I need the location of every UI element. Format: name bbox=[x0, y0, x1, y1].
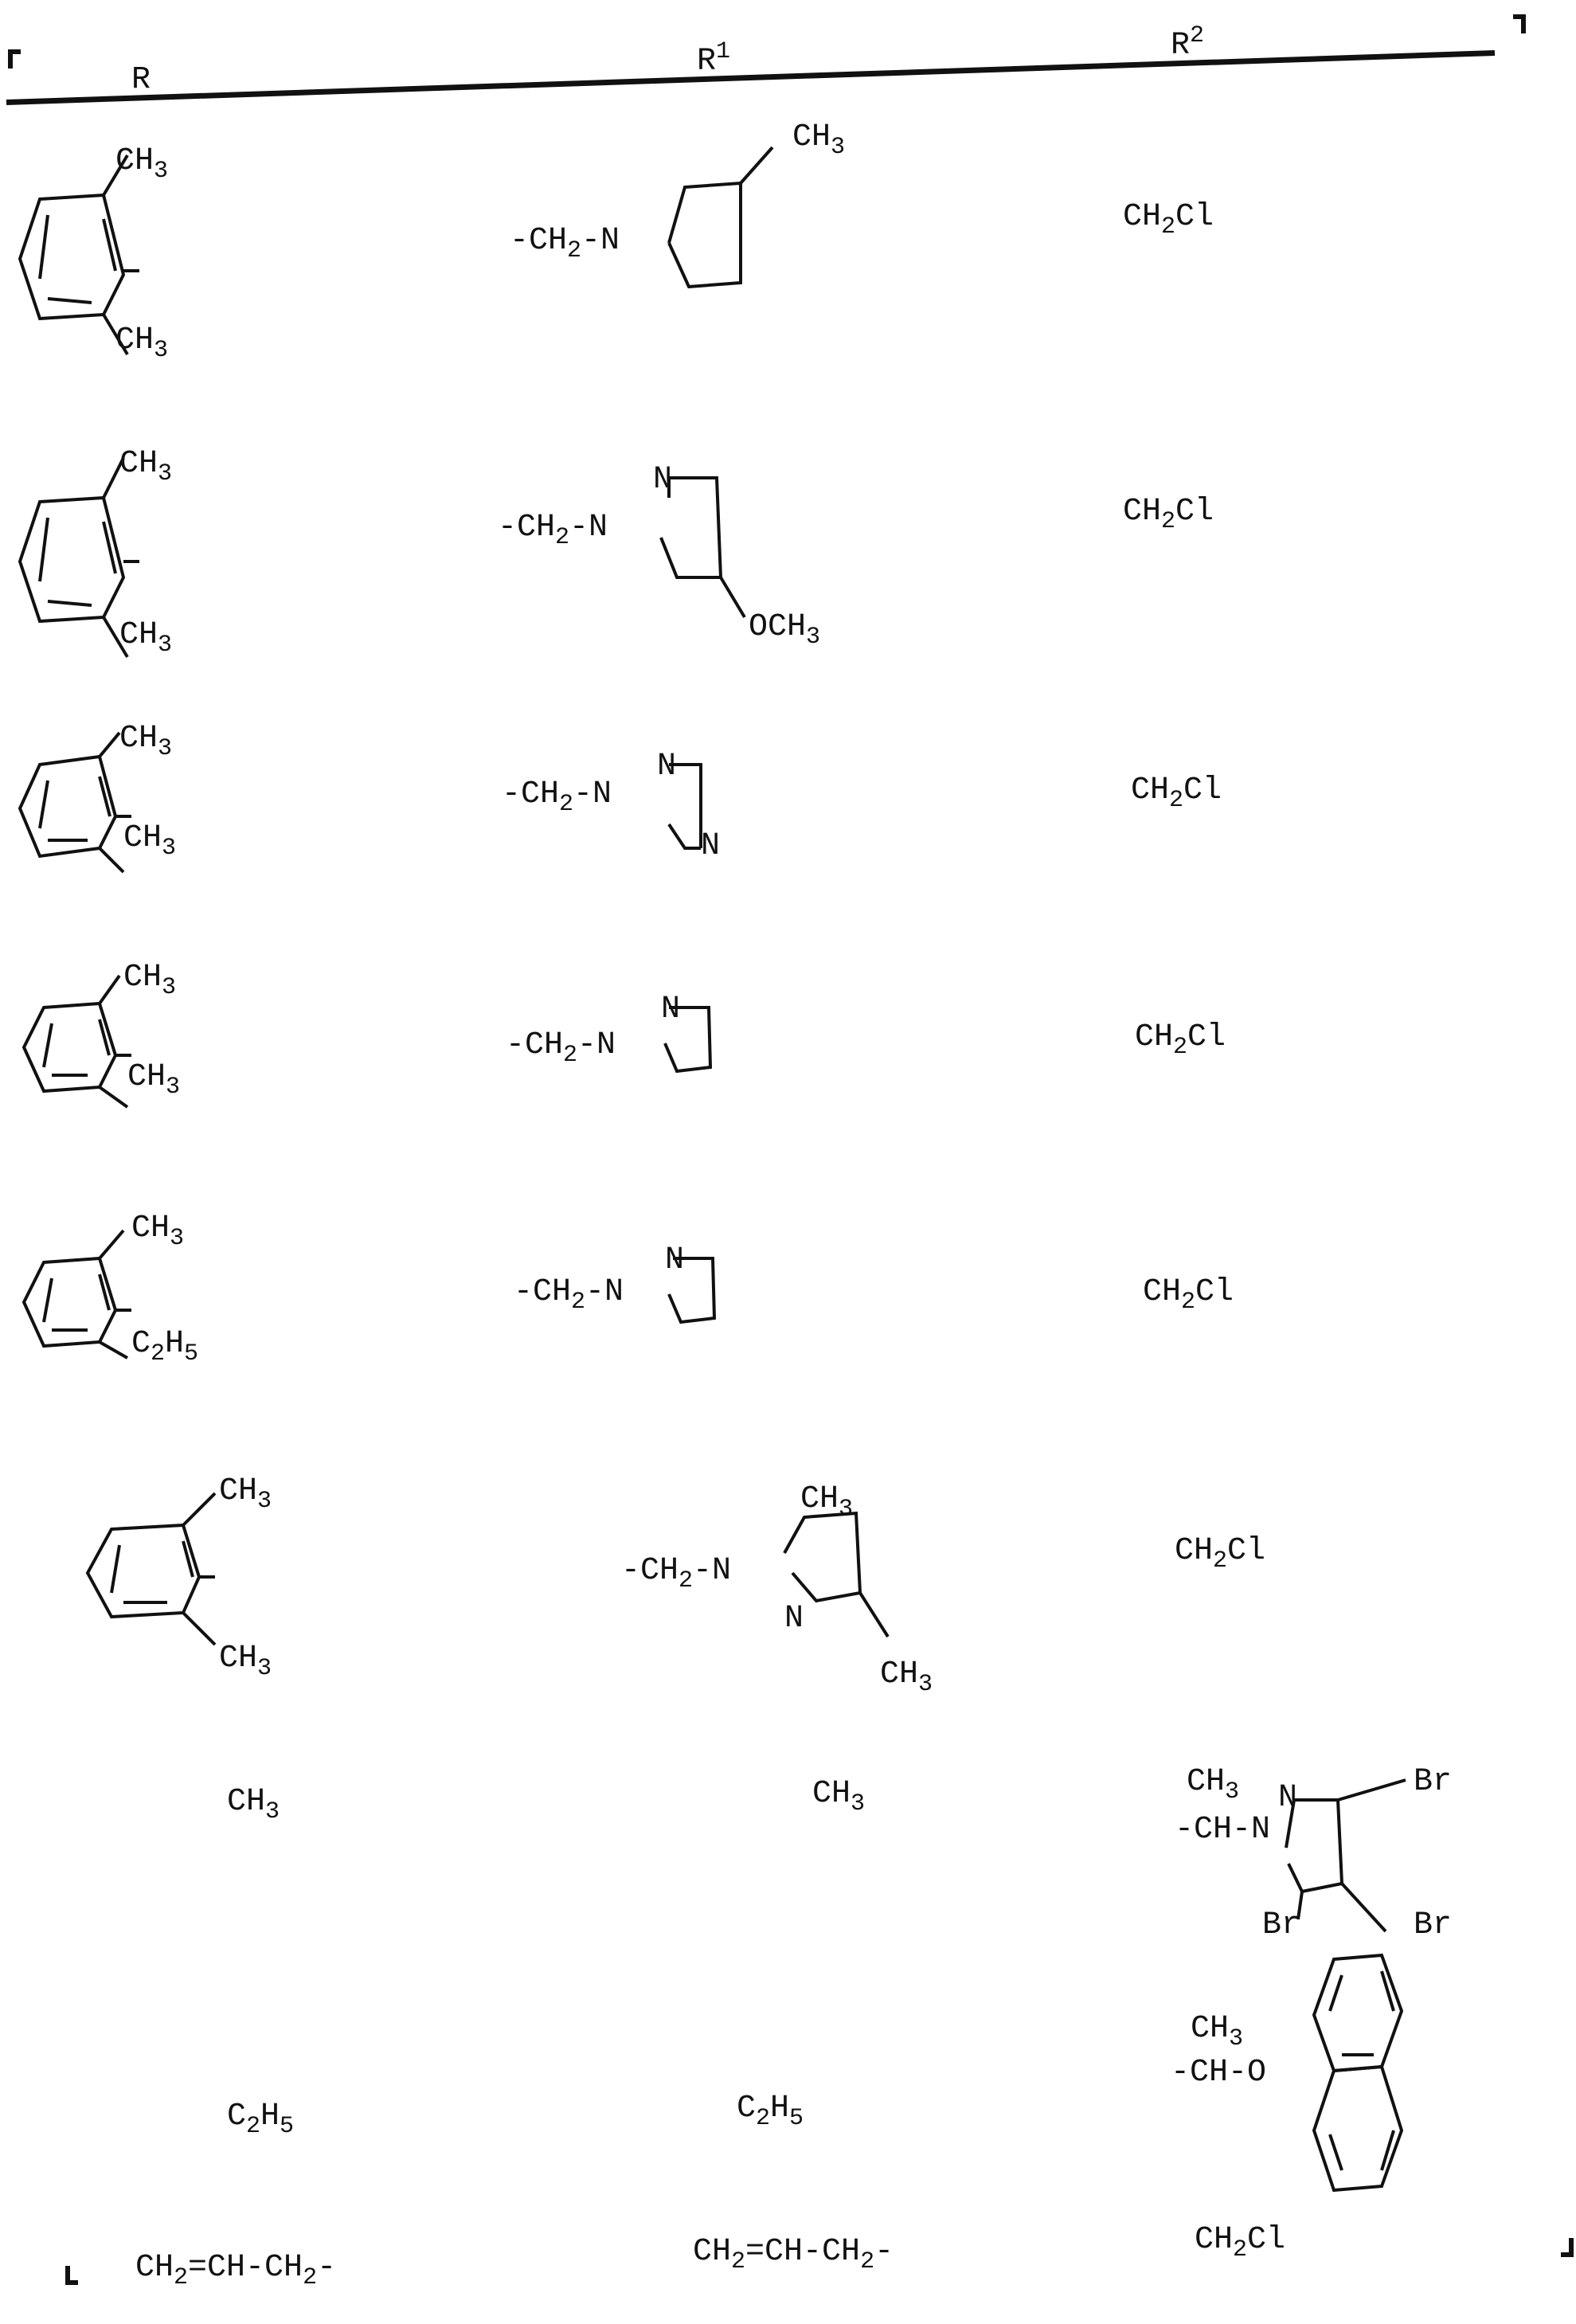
r1-ch3-top: CH3 bbox=[800, 1481, 853, 1523]
r-c2h5-bottom: C2H5 bbox=[131, 1326, 198, 1367]
r2-ch-n: -CH-N bbox=[1175, 1812, 1270, 1848]
pyrazole-ring-icon bbox=[661, 179, 772, 307]
pyrazole-ring-icon bbox=[776, 1505, 936, 1665]
corner-mark-bottom-right bbox=[1561, 2238, 1574, 2257]
r2-ch2cl: CH2Cl bbox=[1175, 1533, 1265, 1575]
r1-prefix: -CH2-N bbox=[510, 223, 620, 264]
r1-prefix: -CH2-N bbox=[621, 1553, 731, 1594]
naphthalene-ring-icon bbox=[1306, 1951, 1433, 2254]
r2-br-bottom-right: Br bbox=[1414, 1907, 1452, 1943]
corner-mark-bottom-left bbox=[65, 2266, 78, 2285]
r2-ch2cl: CH2Cl bbox=[1123, 199, 1214, 241]
header-r1: R1 bbox=[697, 38, 730, 79]
r-allyl: CH2=CH-CH2- bbox=[135, 2250, 336, 2291]
corner-mark-top-right bbox=[1513, 14, 1526, 33]
pyrazole-ring-icon bbox=[653, 1004, 765, 1115]
r-ch3-top: CH3 bbox=[131, 1211, 184, 1252]
r2-ch2cl: CH2Cl bbox=[1123, 494, 1214, 535]
r1-ch3: CH3 bbox=[792, 119, 845, 161]
benzene-ring-icon bbox=[20, 1250, 147, 1410]
r2-br-top: Br bbox=[1414, 1764, 1452, 1800]
header-r2: R2 bbox=[1171, 22, 1204, 63]
r1-och3: OCH3 bbox=[749, 609, 820, 651]
r-ch3: CH3 bbox=[227, 1784, 280, 1825]
r2-br-bottom-left: Br bbox=[1262, 1907, 1300, 1943]
r2-ch2cl: CH2Cl bbox=[1195, 2222, 1285, 2263]
pyrazole-ring-icon bbox=[657, 1254, 768, 1366]
r1-allyl: CH2=CH-CH2- bbox=[693, 2234, 894, 2275]
header-r: R bbox=[131, 62, 151, 98]
r-ch3-bottom: CH3 bbox=[219, 1641, 272, 1682]
r1-prefix: -CH2-N bbox=[498, 510, 608, 551]
r-ch3-bottom: CH3 bbox=[123, 820, 176, 862]
r-ch3-top: CH3 bbox=[219, 1473, 272, 1515]
r1-prefix: -CH2-N bbox=[506, 1027, 616, 1069]
r2-ch2cl: CH2Cl bbox=[1131, 773, 1222, 814]
r-ch3-bottom: CH3 bbox=[119, 617, 172, 659]
r2-ch-o: -CH-O bbox=[1171, 2055, 1266, 2091]
r1-prefix: -CH2-N bbox=[502, 777, 612, 818]
r1-c2h5: C2H5 bbox=[737, 2091, 804, 2132]
r2-ch3: CH3 bbox=[1191, 2011, 1243, 2052]
benzene-ring-icon bbox=[80, 1513, 223, 1673]
benzene-ring-icon bbox=[16, 183, 143, 342]
r-ch3-bottom: CH3 bbox=[127, 1059, 180, 1101]
r-ch3-bottom: CH3 bbox=[115, 323, 168, 364]
r1-ch3-bottom: CH3 bbox=[880, 1657, 933, 1698]
r-ch3-top: CH3 bbox=[119, 446, 172, 487]
r2-ch2cl: CH2Cl bbox=[1135, 1019, 1226, 1061]
r1-ch3: CH3 bbox=[812, 1776, 865, 1817]
r-ch3-top: CH3 bbox=[119, 721, 172, 762]
r-c2h5: C2H5 bbox=[227, 2099, 294, 2140]
header-rule bbox=[6, 50, 1495, 105]
r2-ch2cl: CH2Cl bbox=[1143, 1274, 1234, 1316]
r1-n-ring: N bbox=[701, 828, 720, 864]
r-ch3-top: CH3 bbox=[123, 960, 176, 1001]
corner-mark-top-left bbox=[8, 49, 21, 68]
r1-prefix: -CH2-N bbox=[514, 1274, 624, 1316]
r1-n: N bbox=[784, 1601, 804, 1637]
r-ch3-top: CH3 bbox=[115, 143, 168, 185]
pyrazole-ring-icon bbox=[653, 474, 765, 633]
r2-ch3: CH3 bbox=[1187, 1764, 1239, 1806]
